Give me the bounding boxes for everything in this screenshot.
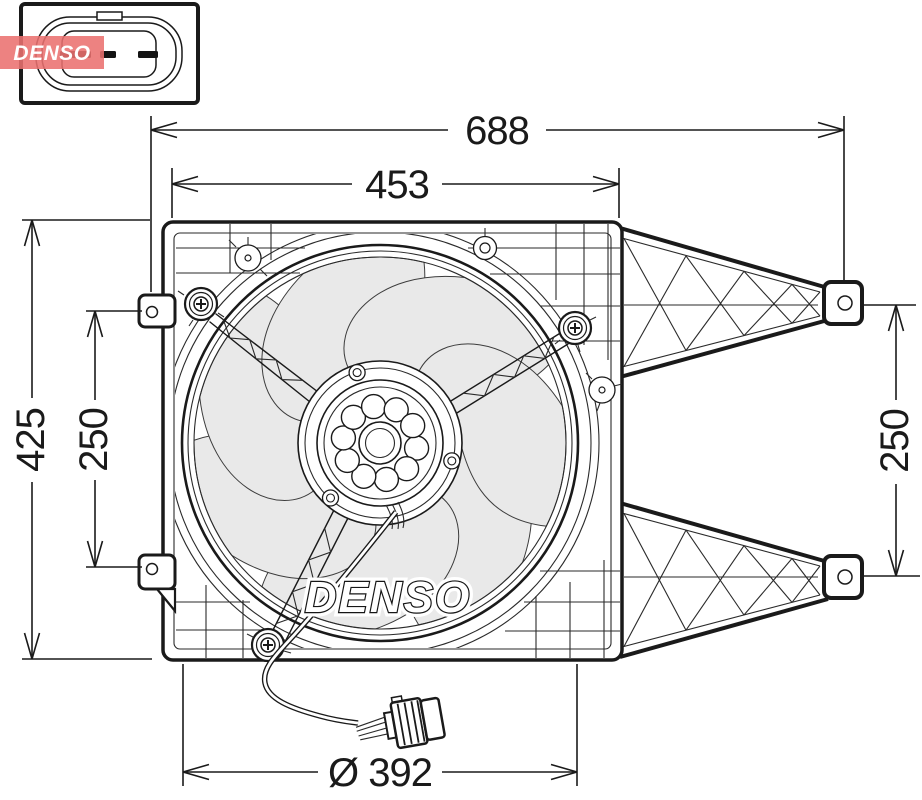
- dim-label-688: 688: [465, 109, 529, 153]
- dim-label-250-right: 250: [873, 409, 917, 473]
- shroud-pilot-holes: [228, 228, 623, 412]
- dimension-fan-diameter: Ø 392: [182, 664, 578, 795]
- dim-label-425: 425: [9, 408, 53, 472]
- hub-bolts: [321, 363, 461, 507]
- strut-lower-left: [271, 509, 349, 641]
- cable-core: [263, 511, 398, 725]
- dimension-left-mount-pitch: 250: [72, 310, 142, 568]
- screw-bosses: [177, 286, 597, 663]
- dimension-shroud-width: 453: [171, 163, 620, 218]
- mount-hole-top-left: [145, 305, 159, 319]
- strut-right: [445, 331, 569, 417]
- strut-upper-left: [209, 313, 319, 403]
- dimension-right-mount-pitch: 250: [862, 304, 920, 577]
- truss-lattice-bottom: [623, 513, 821, 647]
- wire-fan: [355, 716, 388, 741]
- mount-hole-bottom-right: [837, 569, 853, 585]
- screw-boss-upper-left: [177, 286, 225, 327]
- mounting-arm-top: [619, 226, 864, 379]
- motor-struts: [209, 313, 569, 641]
- dimension-shroud-height: 425: [9, 219, 152, 660]
- fan-ring-outer: [180, 243, 580, 643]
- cable-connector: [355, 695, 446, 750]
- fan-hub: [297, 360, 463, 530]
- dim-label-250-left: 250: [72, 408, 116, 472]
- watermark-badge: DENSO: [0, 36, 104, 69]
- power-cable: [261, 510, 446, 750]
- dimension-total-width: 688: [150, 109, 845, 292]
- screw-boss-right: [554, 310, 597, 353]
- svg-text:DENSO: DENSO: [305, 573, 471, 622]
- mount-hole-top-right: [837, 295, 853, 311]
- dim-label-diameter-392: Ø 392: [328, 751, 432, 795]
- connector-latch-tab: [96, 11, 123, 21]
- mount-hole-bottom-left: [145, 562, 159, 576]
- watermark-brand-large: DENSO DENSO: [300, 569, 473, 627]
- truss-lattice-top: [623, 238, 821, 367]
- funnel-arcs: [175, 234, 600, 648]
- mounting-arm-bottom: [619, 501, 864, 659]
- watermark-text: DENSO: [305, 573, 471, 622]
- watermark-brand-small: DENSO: [13, 42, 90, 65]
- hub-vent-holes: [330, 393, 430, 493]
- watermark-band: [0, 36, 104, 69]
- dim-label-453: 453: [365, 163, 429, 207]
